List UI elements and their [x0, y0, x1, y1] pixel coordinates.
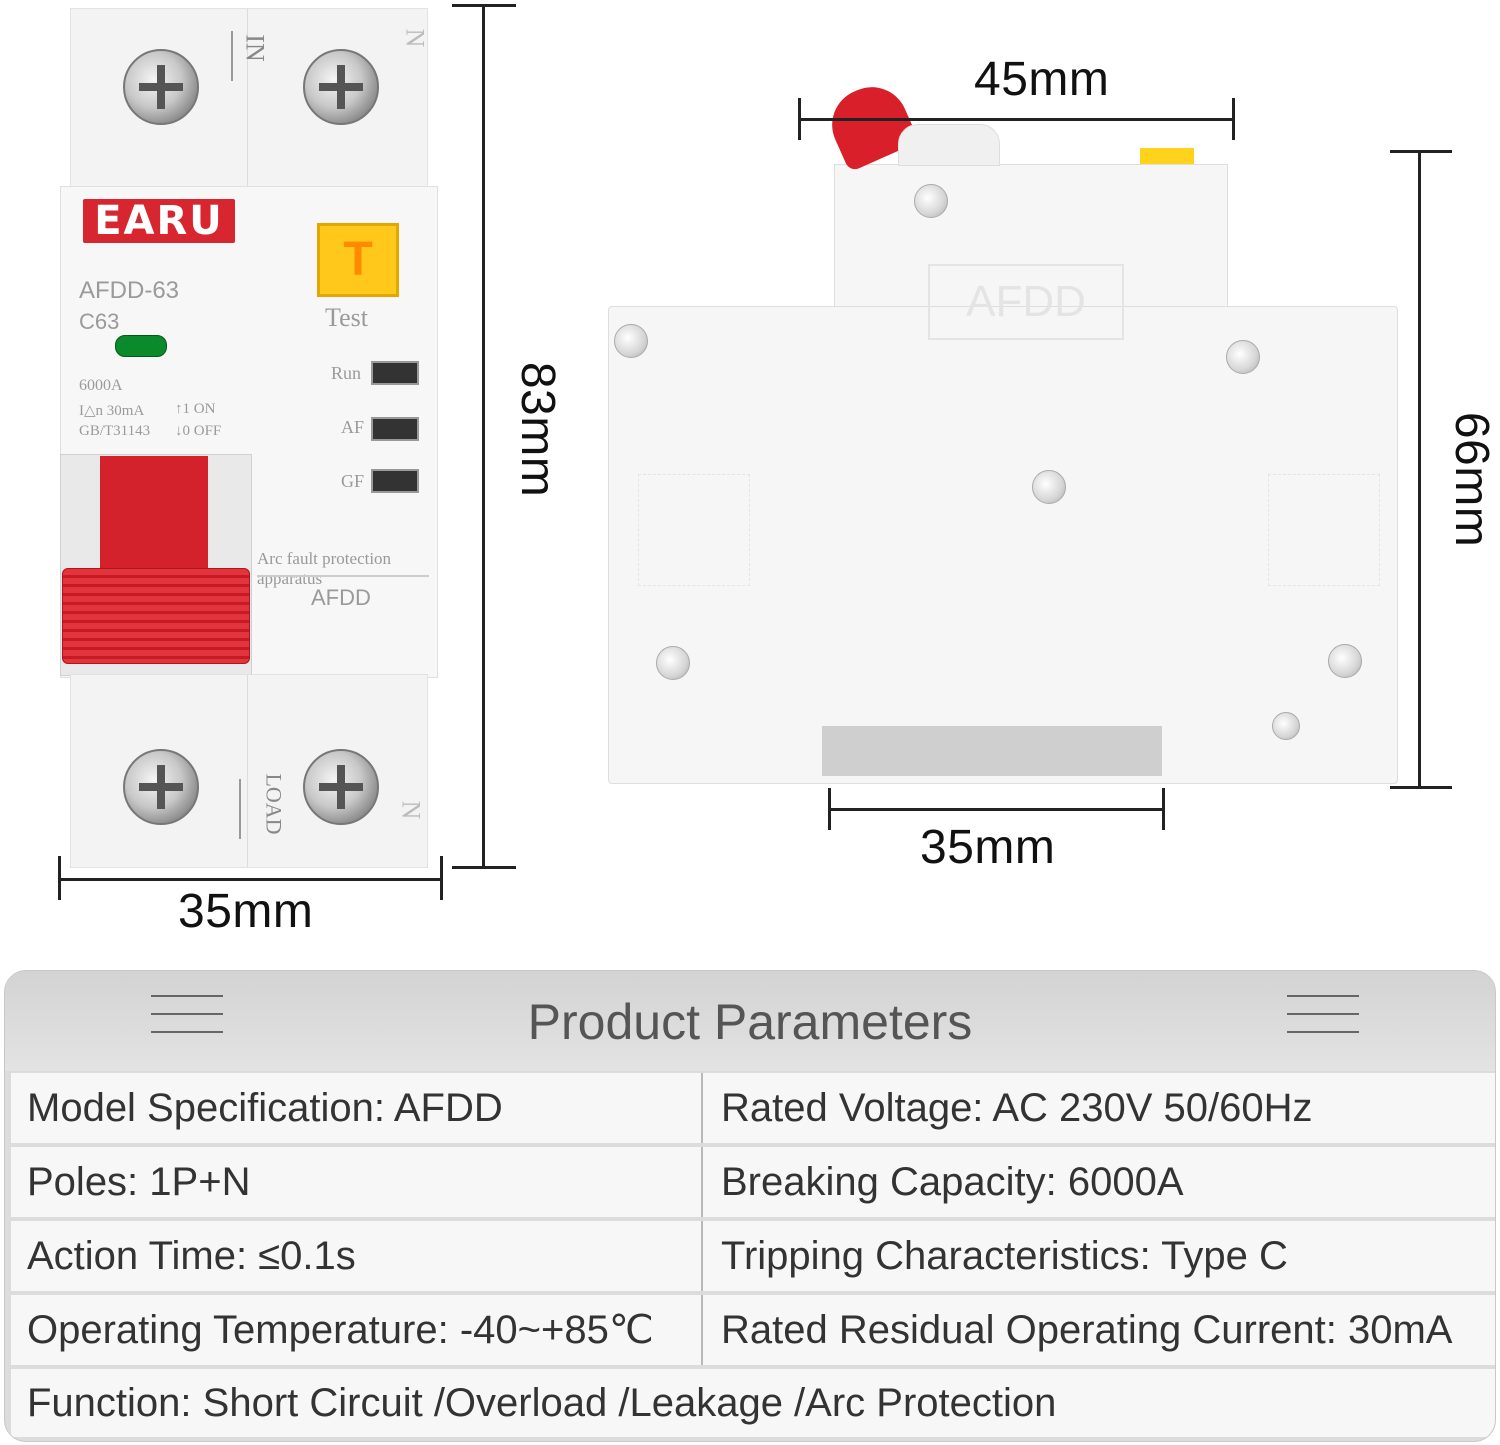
- arrow-down-icon: [231, 31, 233, 81]
- side-body-joint: [836, 308, 1224, 318]
- status-led-icon: [115, 335, 167, 357]
- breaker-top-terminal-block: IN N: [70, 8, 430, 190]
- indicator-run-label: Run: [331, 363, 362, 383]
- side-bottom-width-label: 35mm: [920, 821, 1056, 874]
- param-cell: Breaking Capacity: 6000A: [721, 1159, 1184, 1204]
- test-button-top-icon: [1140, 148, 1194, 164]
- rivet-icon: [1328, 644, 1362, 678]
- dimension-tick: [452, 866, 516, 869]
- rivet-icon: [656, 646, 690, 680]
- dimension-tick: [798, 98, 801, 140]
- dimension-line-side-top: [798, 118, 1234, 121]
- param-cell: Poles: 1P+N: [27, 1159, 251, 1204]
- rivet-icon: [914, 184, 948, 218]
- dimension-tick: [1390, 150, 1452, 153]
- dimension-tick: [58, 856, 61, 900]
- indicator-gf-window: [371, 469, 419, 493]
- dimension-line-front-width: [58, 878, 442, 881]
- param-cell: Rated Voltage: AC 230V 50/60Hz: [721, 1085, 1313, 1130]
- dimension-line-front-height: [482, 4, 485, 866]
- terminal-in-label: IN: [240, 34, 270, 62]
- din-rail-slot: [822, 726, 1162, 776]
- table-row-function: Function: Short Circuit /Overload /Leaka…: [11, 1369, 1495, 1437]
- table-row: Model Specification: AFDD Rated Voltage:…: [11, 1073, 1495, 1143]
- function-cell: Function: Short Circuit /Overload /Leaka…: [27, 1380, 1057, 1425]
- standard-label: GB/T31143: [79, 423, 151, 439]
- indicator-gf-label: GF: [341, 471, 365, 491]
- terminal-screw-icon: [123, 49, 199, 125]
- toggle-handle-grip[interactable]: [62, 568, 250, 664]
- rivet-icon: [1272, 712, 1300, 740]
- terminal-divider: [247, 9, 248, 189]
- indicator-af-label: AF: [341, 417, 365, 437]
- rivet-icon: [1032, 470, 1066, 504]
- breaker-bottom-terminal-block: LOAD N: [70, 674, 428, 868]
- column-divider: [701, 1295, 703, 1365]
- dimension-tick: [452, 4, 516, 7]
- terminal-n-label: N: [400, 28, 430, 48]
- dimension-tick: [1232, 98, 1235, 140]
- switch-on-label: ↑1 ON: [175, 401, 216, 417]
- breaker-front-view: IN N EARU AFDD-63 C63 T Test 6000A I△n 3…: [60, 8, 438, 868]
- test-button[interactable]: T: [317, 223, 399, 297]
- indicator-run-window: [371, 361, 419, 385]
- product-parameters-panel: Product Parameters Model Specification: …: [4, 970, 1496, 1442]
- brand-logo: EARU: [83, 199, 235, 243]
- panel-title: Product Parameters: [527, 994, 973, 1050]
- terminal-screw-icon: [303, 749, 379, 825]
- dimension-line-side-bottom: [828, 808, 1164, 811]
- column-divider: [701, 1073, 703, 1143]
- rating-label: 6000A: [79, 377, 123, 394]
- wire-strip-diagram-right: [1268, 474, 1380, 586]
- terminal-divider: [247, 675, 248, 867]
- caption-divider: [257, 575, 429, 577]
- rivet-icon: [614, 324, 648, 358]
- afdd-emboss-label: AFDD: [928, 264, 1124, 340]
- front-width-label: 35mm: [178, 885, 314, 938]
- param-cell: Operating Temperature: -40~+85℃: [27, 1308, 654, 1352]
- side-height-label: 66mm: [1445, 411, 1499, 548]
- rivet-icon: [1226, 340, 1260, 374]
- model-label: AFDD-63: [79, 277, 180, 304]
- decorative-lines-icon: [1287, 995, 1359, 1035]
- arrow-down-icon: [239, 779, 241, 839]
- terminal-screw-icon: [303, 49, 379, 125]
- dimension-line-side-height: [1418, 150, 1421, 786]
- dimension-tick: [1162, 788, 1165, 830]
- wire-strip-diagram-left: [638, 474, 750, 586]
- column-divider: [701, 1147, 703, 1217]
- terminal-n-label: N: [396, 800, 426, 820]
- lever-pivot: [898, 124, 1000, 166]
- param-cell: Rated Residual Operating Current: 30mA: [721, 1307, 1453, 1352]
- column-divider: [701, 1221, 703, 1291]
- decorative-lines-icon: [151, 995, 223, 1035]
- caption-label: Arc fault protection apparatus: [257, 549, 392, 588]
- terminal-screw-icon: [123, 749, 199, 825]
- param-cell: Action Time: ≤0.1s: [27, 1233, 356, 1278]
- caption-afdd-label: AFDD: [311, 585, 371, 610]
- side-main-body: [608, 306, 1398, 784]
- breaker-side-view: AFDD: [608, 75, 1400, 784]
- dimension-tick: [828, 788, 831, 830]
- front-height-label: 83mm: [511, 361, 565, 498]
- terminal-load-label: LOAD: [261, 773, 287, 835]
- table-row: Operating Temperature: -40~+85℃ Rated Re…: [11, 1295, 1495, 1365]
- panel-header: Product Parameters: [5, 971, 1495, 1071]
- switch-off-label: ↓0 OFF: [175, 423, 222, 439]
- dimension-tick: [1390, 786, 1452, 789]
- table-row: Action Time: ≤0.1s Tripping Characterist…: [11, 1221, 1495, 1291]
- dimension-tick: [440, 856, 443, 900]
- table-row: Poles: 1P+N Breaking Capacity: 6000A: [11, 1147, 1495, 1217]
- residual-label: I△n 30mA: [79, 403, 145, 419]
- indicator-af-window: [371, 417, 419, 441]
- curve-label: C63: [79, 309, 120, 334]
- side-top-width-label: 45mm: [974, 53, 1110, 106]
- param-cell: Tripping Characteristics: Type C: [721, 1233, 1288, 1278]
- param-cell: Model Specification: AFDD: [27, 1085, 503, 1130]
- test-label: Test: [325, 303, 368, 332]
